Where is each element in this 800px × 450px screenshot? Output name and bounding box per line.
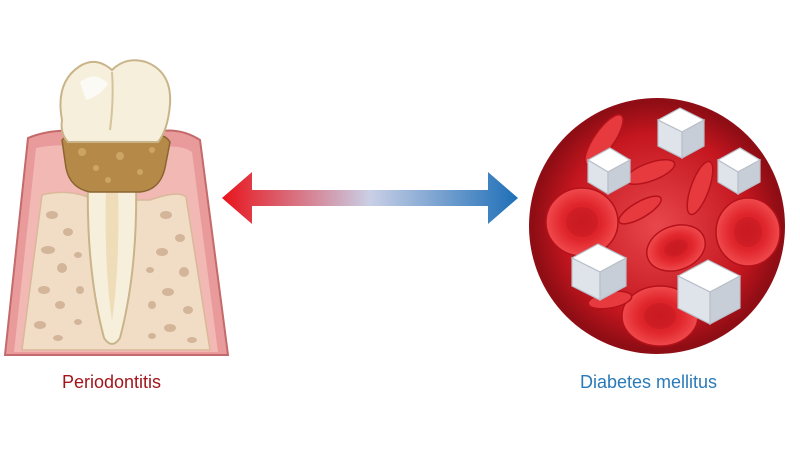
diabetes-mellitus-label: Diabetes mellitus [580,372,718,392]
periodontitis-label: Periodontitis [62,372,162,392]
crown-highlight [80,76,108,100]
red-blood-cells [545,114,781,347]
sugar-cubes [570,107,762,325]
sugar-cube [656,107,706,160]
tartar-texture [78,147,155,183]
tartar-deposit [61,134,171,193]
bone-texture [34,211,197,343]
tooth-crown [59,59,172,143]
sugar-cube [716,147,762,196]
blood-vessel-with-sugar-cubes-icon [529,98,785,354]
sugar-cube [676,259,742,325]
double-headed-arrow-icon [222,172,518,224]
root-canal [105,190,119,322]
tooth-with-periodontitis-icon [3,59,230,356]
sugar-cube [570,243,628,302]
crown-groove [109,71,114,131]
sugar-cube [586,147,632,196]
